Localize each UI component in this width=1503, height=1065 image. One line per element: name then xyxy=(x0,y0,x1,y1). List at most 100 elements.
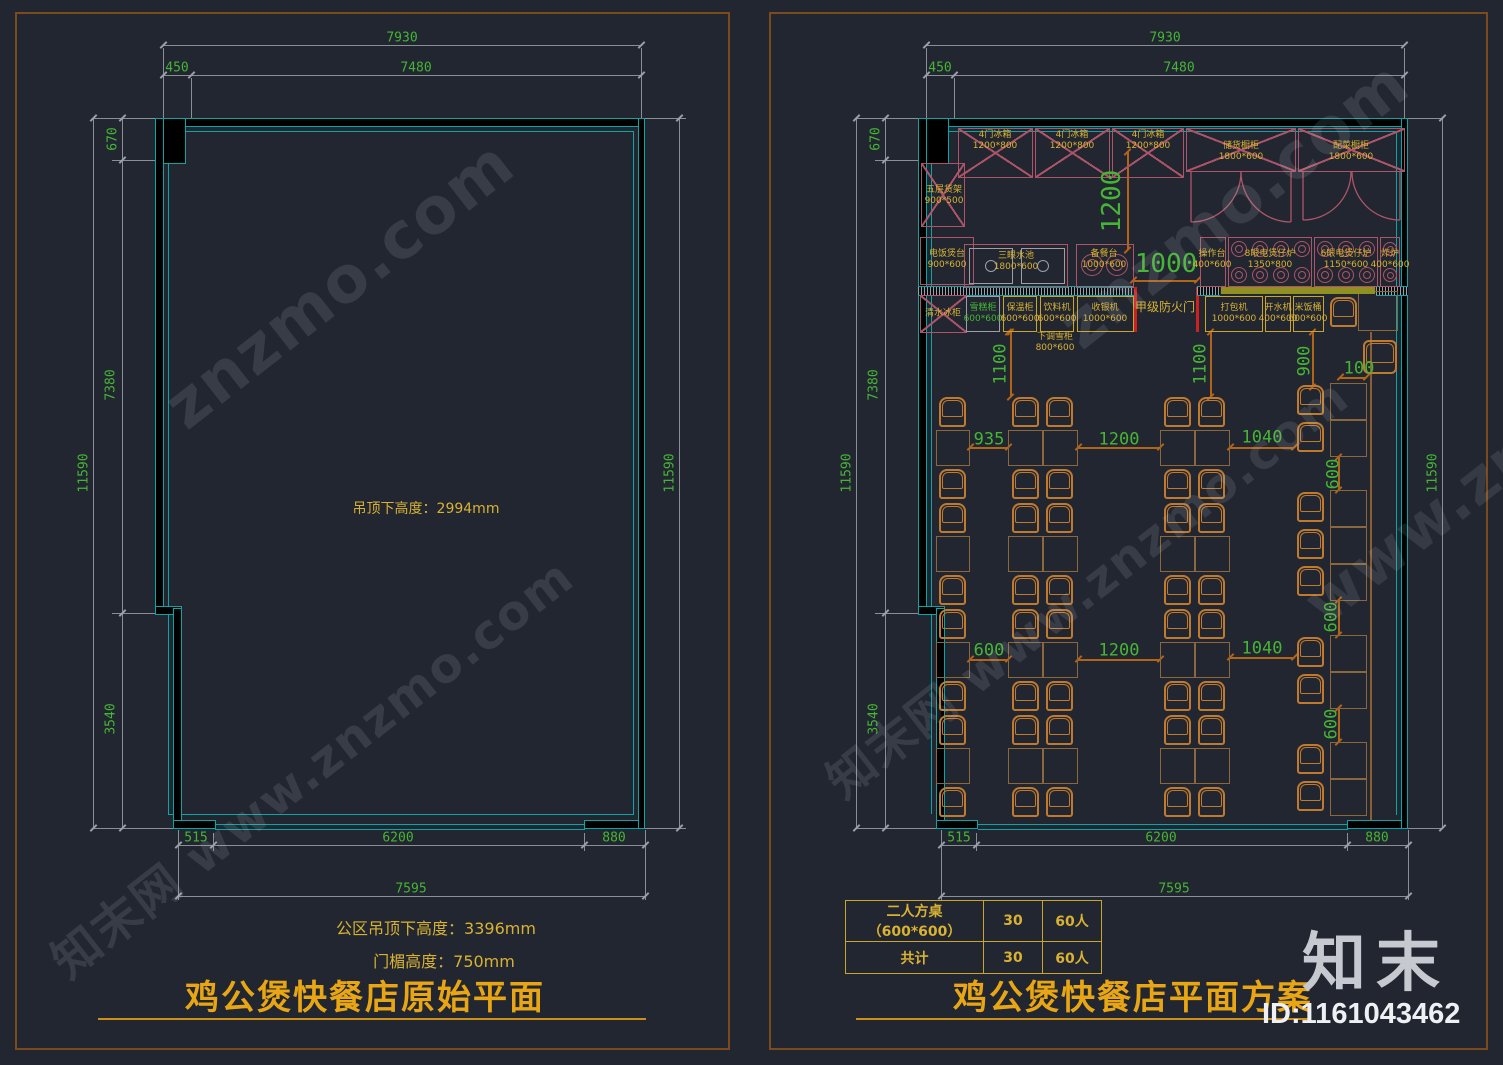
equipment-xbox xyxy=(1112,128,1184,178)
chair xyxy=(1046,575,1073,605)
left-ceiling-note: 吊顶下高度：2994mm xyxy=(352,501,500,517)
dining-table xyxy=(1160,536,1195,572)
interior-dimension-line xyxy=(1127,152,1129,250)
chair xyxy=(939,787,966,817)
dim-label: 935 xyxy=(973,429,1005,450)
chair xyxy=(1012,397,1039,427)
dim-label: 515 xyxy=(184,830,208,846)
interior-dimension-line xyxy=(1230,657,1294,659)
dimension-line xyxy=(856,828,936,829)
dim-label: 1200 xyxy=(1098,640,1140,661)
equipment-box xyxy=(1380,237,1400,287)
chair xyxy=(1363,340,1397,374)
dimension-line xyxy=(645,828,686,829)
burner-circle xyxy=(1252,267,1268,283)
burner-circle xyxy=(1252,241,1268,257)
dim-label: 900 xyxy=(1294,345,1315,377)
interior-dimension-line xyxy=(1010,332,1012,397)
dimension-line xyxy=(163,48,164,118)
chair xyxy=(1297,422,1324,452)
dining-table xyxy=(936,642,970,678)
wall-segment xyxy=(638,118,645,829)
znzmo-logo: 知末 xyxy=(1302,927,1450,1001)
dining-table xyxy=(1160,430,1195,466)
dim-label: 670 xyxy=(868,127,884,151)
ceiling-line xyxy=(1396,131,1397,815)
chair xyxy=(1297,385,1324,415)
burner-circle xyxy=(1256,271,1264,279)
burner-circle xyxy=(1037,260,1049,272)
dimension-line xyxy=(93,118,155,119)
dining-table xyxy=(1043,430,1078,466)
right-title-underline xyxy=(856,1018,1311,1020)
dimension-line xyxy=(645,118,686,119)
burner-circle xyxy=(1294,241,1310,257)
burner-circle xyxy=(1383,268,1397,282)
dim-label: 100 xyxy=(1343,358,1375,379)
ceiling-line xyxy=(978,829,1348,830)
equipment-box xyxy=(1293,296,1324,332)
equipment-xbox xyxy=(1186,128,1296,172)
chair xyxy=(1164,715,1191,745)
bar-counter-edge xyxy=(1370,332,1372,820)
interior-dimension-line xyxy=(1230,447,1294,449)
ceiling-line xyxy=(931,131,932,814)
chair xyxy=(1046,397,1073,427)
dining-table xyxy=(1330,527,1367,564)
equipment-box xyxy=(969,248,1013,284)
dim-label: 1200 xyxy=(1097,169,1127,233)
summary-cell: 60人 xyxy=(1042,900,1102,942)
dim-label: 880 xyxy=(1365,830,1389,846)
chair xyxy=(939,469,966,499)
chair xyxy=(939,575,966,605)
chair xyxy=(1198,609,1225,639)
burner-circle xyxy=(1086,259,1098,271)
chair xyxy=(1012,503,1039,533)
equipment-box xyxy=(1265,296,1291,332)
interior-dimension-line xyxy=(1133,280,1197,282)
chair xyxy=(1297,781,1324,811)
equipment-xbox xyxy=(921,163,965,227)
ceiling-line xyxy=(978,824,1348,825)
chair xyxy=(1046,681,1073,711)
dimension-line xyxy=(93,118,94,828)
burner-circle xyxy=(1338,241,1354,257)
dim-label: 600 xyxy=(1321,601,1342,633)
burner-circle xyxy=(1277,271,1285,279)
interior-dimension-line xyxy=(1312,332,1314,387)
dimension-line xyxy=(1408,830,1409,900)
dining-table xyxy=(1043,748,1078,784)
burner-circle xyxy=(1231,241,1247,257)
chair xyxy=(1164,681,1191,711)
chair xyxy=(1297,674,1324,704)
chair xyxy=(1164,787,1191,817)
seating-summary-table: 二人方桌（600*600） 30 60人 共计 30 60人 xyxy=(845,900,1102,974)
chair xyxy=(1297,566,1324,596)
burner-circle xyxy=(1277,245,1285,253)
dim-label: 880 xyxy=(602,830,626,846)
interior-dimension-line xyxy=(1340,377,1366,379)
dining-table xyxy=(1043,642,1078,678)
burner-circle xyxy=(1111,259,1123,271)
dim-label: 6200 xyxy=(1145,830,1177,846)
dim-label: 11590 xyxy=(662,453,678,493)
dining-table xyxy=(1008,642,1043,678)
equipment-box xyxy=(1205,296,1263,332)
dim-label: 3540 xyxy=(103,703,119,735)
dimension-line xyxy=(178,830,179,900)
dim-label: 600 xyxy=(1323,458,1344,490)
summary-cell: 60人 xyxy=(1042,941,1102,974)
burner-circle xyxy=(1321,271,1329,279)
chair xyxy=(1297,637,1324,667)
chair xyxy=(1164,609,1191,639)
